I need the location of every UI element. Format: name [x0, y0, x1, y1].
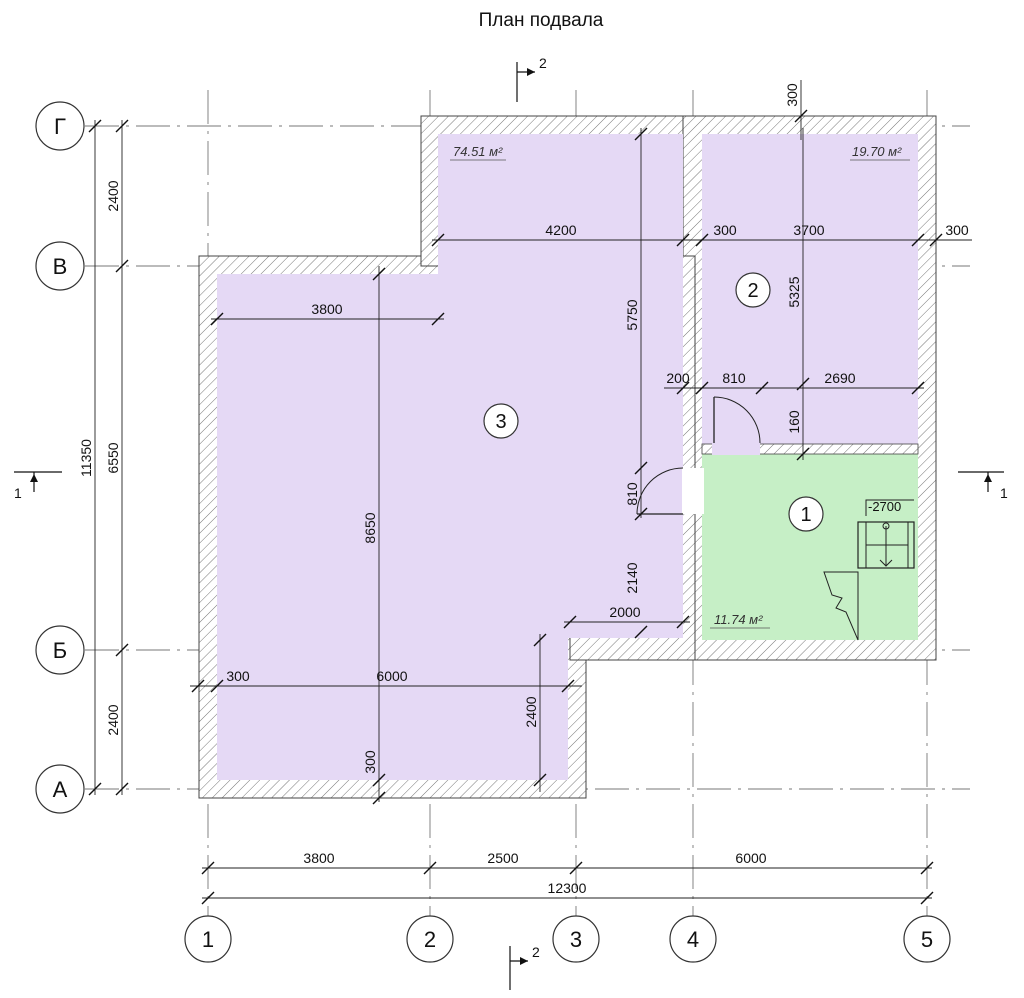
- section-mark-2-top: 2: [516, 55, 547, 102]
- left-dimension-chain: 2400 6550 2400 11350: [78, 119, 129, 796]
- room-1: [702, 454, 918, 640]
- svg-text:5325: 5325: [786, 276, 802, 307]
- door-swing-room2: [713, 396, 761, 444]
- svg-text:В: В: [53, 254, 68, 279]
- bottom-dimension-chain: 3800 2500 6000 12300: [201, 850, 934, 905]
- section-mark-2-bottom: 2: [509, 944, 540, 990]
- axis-bubble-2: 2: [406, 915, 454, 963]
- svg-text:300: 300: [713, 222, 737, 238]
- svg-text:1: 1: [800, 504, 811, 526]
- svg-text:3: 3: [570, 927, 582, 952]
- section-mark-1-right: 1: [958, 471, 1008, 501]
- interior-dimensions: 300 4200 300 3700 300 3800 5750 5325 200: [190, 80, 972, 805]
- svg-text:6000: 6000: [376, 668, 407, 684]
- svg-text:А: А: [53, 777, 68, 802]
- svg-text:6550: 6550: [105, 442, 121, 473]
- axis-bubble-4: 4: [669, 915, 717, 963]
- svg-text:2: 2: [532, 944, 540, 960]
- svg-text:2140: 2140: [624, 562, 640, 593]
- axis-bubble-b: Б: [35, 625, 85, 675]
- svg-text:11350: 11350: [78, 439, 94, 477]
- svg-text:200: 200: [666, 370, 690, 386]
- svg-text:2400: 2400: [523, 696, 539, 727]
- svg-text:8650: 8650: [362, 512, 378, 543]
- svg-text:3: 3: [495, 411, 506, 433]
- room-number-1: 1: [788, 496, 824, 532]
- svg-text:5: 5: [921, 927, 933, 952]
- room-3: [217, 134, 683, 780]
- svg-text:1: 1: [202, 927, 214, 952]
- door-swing-corridor: [636, 467, 684, 515]
- svg-text:3800: 3800: [311, 301, 342, 317]
- svg-text:1: 1: [1000, 485, 1008, 501]
- svg-text:2500: 2500: [487, 850, 518, 866]
- svg-text:2: 2: [747, 280, 758, 302]
- svg-text:2: 2: [539, 55, 547, 71]
- svg-text:810: 810: [624, 482, 640, 506]
- svg-text:Г: Г: [54, 114, 66, 139]
- axis-bubble-v: В: [35, 241, 85, 291]
- room-area-1: 11.74 м²: [714, 612, 763, 627]
- svg-text:12300: 12300: [548, 880, 587, 896]
- axis-bubble-a: А: [35, 764, 85, 814]
- svg-text:2400: 2400: [105, 704, 121, 735]
- svg-text:3800: 3800: [303, 850, 334, 866]
- svg-text:6000: 6000: [735, 850, 766, 866]
- svg-text:810: 810: [722, 370, 746, 386]
- axis-bubble-1: 1: [184, 915, 232, 963]
- axis-bubble-3: 3: [552, 915, 600, 963]
- room-area-2: 19.70 м²: [852, 144, 902, 159]
- svg-text:300: 300: [362, 750, 378, 774]
- room-2: [702, 134, 918, 444]
- stairs-symbol: [823, 521, 915, 641]
- svg-text:5750: 5750: [624, 299, 640, 330]
- room-number-2: 2: [735, 272, 771, 308]
- door-opening-2: [682, 468, 704, 514]
- axis-bubble-g: Г: [35, 101, 85, 151]
- svg-text:2400: 2400: [105, 180, 121, 211]
- svg-text:1: 1: [14, 485, 22, 501]
- svg-text:2: 2: [424, 927, 436, 952]
- partition-wall: [701, 443, 919, 455]
- room-area-3: 74.51 м²: [453, 144, 503, 159]
- svg-text:3700: 3700: [793, 222, 824, 238]
- level-mark: -2700: [865, 499, 914, 516]
- svg-text:300: 300: [226, 668, 250, 684]
- svg-text:Б: Б: [53, 638, 67, 663]
- plan-title: План подвала: [479, 10, 604, 31]
- svg-text:300: 300: [945, 222, 969, 238]
- axis-bubble-5: 5: [903, 915, 951, 963]
- svg-text:2690: 2690: [824, 370, 855, 386]
- svg-text:-2700: -2700: [868, 499, 901, 514]
- svg-text:160: 160: [786, 410, 802, 434]
- svg-text:4: 4: [687, 927, 699, 952]
- svg-text:4200: 4200: [545, 222, 576, 238]
- svg-text:300: 300: [784, 83, 800, 107]
- svg-text:2000: 2000: [609, 604, 640, 620]
- door-opening: [712, 443, 760, 455]
- section-mark-1-left: 1: [14, 471, 62, 501]
- room-number-3: 3: [483, 403, 519, 439]
